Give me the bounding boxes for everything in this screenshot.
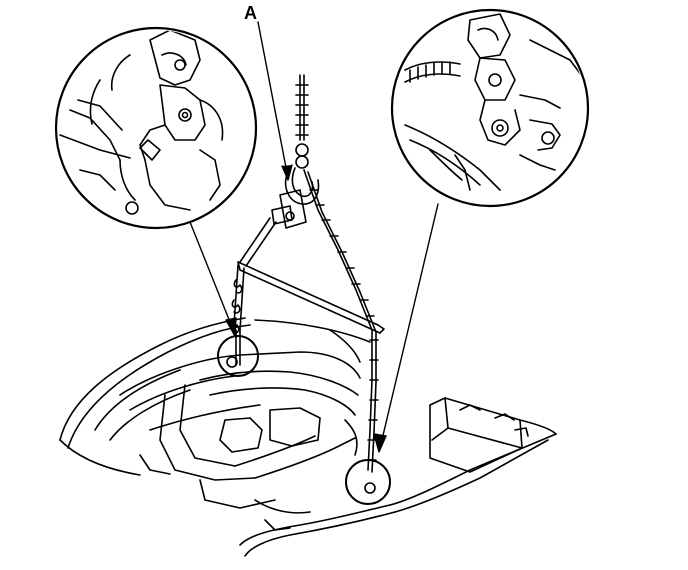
battery-box xyxy=(429,397,529,473)
hoist-chain-top xyxy=(295,74,309,169)
left-attachment-circle xyxy=(217,335,259,377)
right-attachment-circle xyxy=(345,459,391,505)
lift-bar xyxy=(233,261,385,334)
right-detail-view xyxy=(390,8,590,208)
callout-arrow-a xyxy=(257,21,293,181)
left-detail-arrow xyxy=(189,221,237,337)
hoist-chain-right xyxy=(303,169,379,473)
engine-block xyxy=(119,329,361,531)
right-detail-arrow xyxy=(373,203,439,453)
callout-label-a: A xyxy=(244,3,257,23)
right-bolt-point xyxy=(364,482,376,494)
left-detail-view xyxy=(54,26,258,230)
left-bolt-point xyxy=(226,356,238,368)
lift-bracket xyxy=(239,189,307,267)
